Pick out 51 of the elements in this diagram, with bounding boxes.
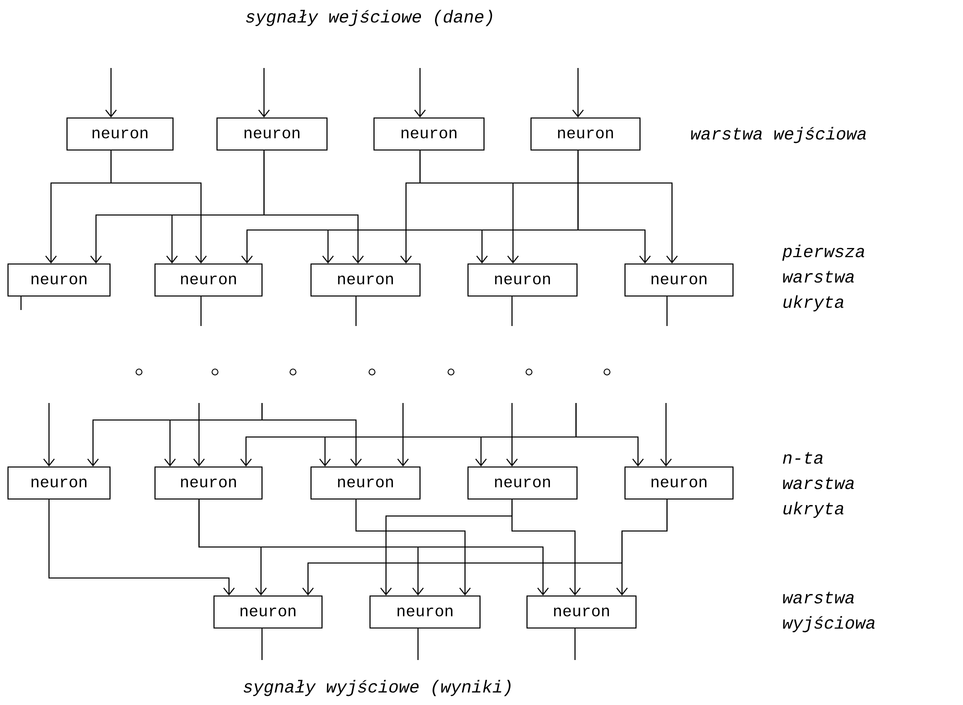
connector-line xyxy=(511,296,513,326)
layer-label: pierwsza warstwa ukryta xyxy=(782,244,864,312)
arrow xyxy=(105,68,117,118)
arrow xyxy=(397,403,409,466)
neuron-box: neuron xyxy=(7,263,111,297)
arrow xyxy=(193,403,205,466)
arrow xyxy=(48,500,235,596)
neuron-box: neuron xyxy=(467,263,578,297)
neuron-box: neuron xyxy=(373,117,485,151)
arrow xyxy=(261,403,362,466)
neuron-box: neuron xyxy=(530,117,641,151)
arrow xyxy=(572,68,584,118)
neuron-box: neuron xyxy=(369,595,481,629)
connector-line xyxy=(666,296,668,326)
connector-line xyxy=(355,296,357,326)
neuron-box: neuron xyxy=(310,263,421,297)
arrow xyxy=(660,403,672,466)
layer-label: sygnały wejściowe (dane) xyxy=(246,10,492,26)
connector-line xyxy=(20,296,22,310)
layer-label: warstwa wejściowa xyxy=(691,126,866,144)
neuron-box: neuron xyxy=(467,466,578,500)
connector-line xyxy=(574,628,576,660)
neuron-box: neuron xyxy=(624,466,734,500)
arrow xyxy=(263,150,364,264)
arrow xyxy=(43,403,55,466)
arrow xyxy=(511,500,581,596)
neuron-box: neuron xyxy=(7,466,111,500)
arrow xyxy=(355,500,471,596)
arrow xyxy=(110,150,207,264)
neuron-box: neuron xyxy=(154,466,263,500)
arrow xyxy=(616,500,668,596)
connector-line xyxy=(261,628,263,660)
layer-label: warstwa wyjściowa xyxy=(783,592,875,632)
arrow xyxy=(414,68,426,118)
neuron-box: neuron xyxy=(154,263,263,297)
arrow xyxy=(577,150,651,264)
layer-label: sygnały wyjściowe (wyniki) xyxy=(244,680,511,696)
neuron-box: neuron xyxy=(310,466,421,500)
neuron-box: neuron xyxy=(66,117,174,151)
arrow xyxy=(258,68,270,118)
arrow xyxy=(419,150,678,264)
arrow xyxy=(198,500,549,596)
layer-label: n-ta warstwa ukryta xyxy=(782,452,854,518)
neuron-box: neuron xyxy=(216,117,328,151)
neuron-box: neuron xyxy=(624,263,734,297)
arrow xyxy=(506,403,518,466)
arrow xyxy=(575,403,644,466)
neuron-box: neuron xyxy=(526,595,637,629)
connector-line xyxy=(200,296,202,326)
connector-line xyxy=(417,628,419,660)
neuron-box: neuron xyxy=(213,595,323,629)
